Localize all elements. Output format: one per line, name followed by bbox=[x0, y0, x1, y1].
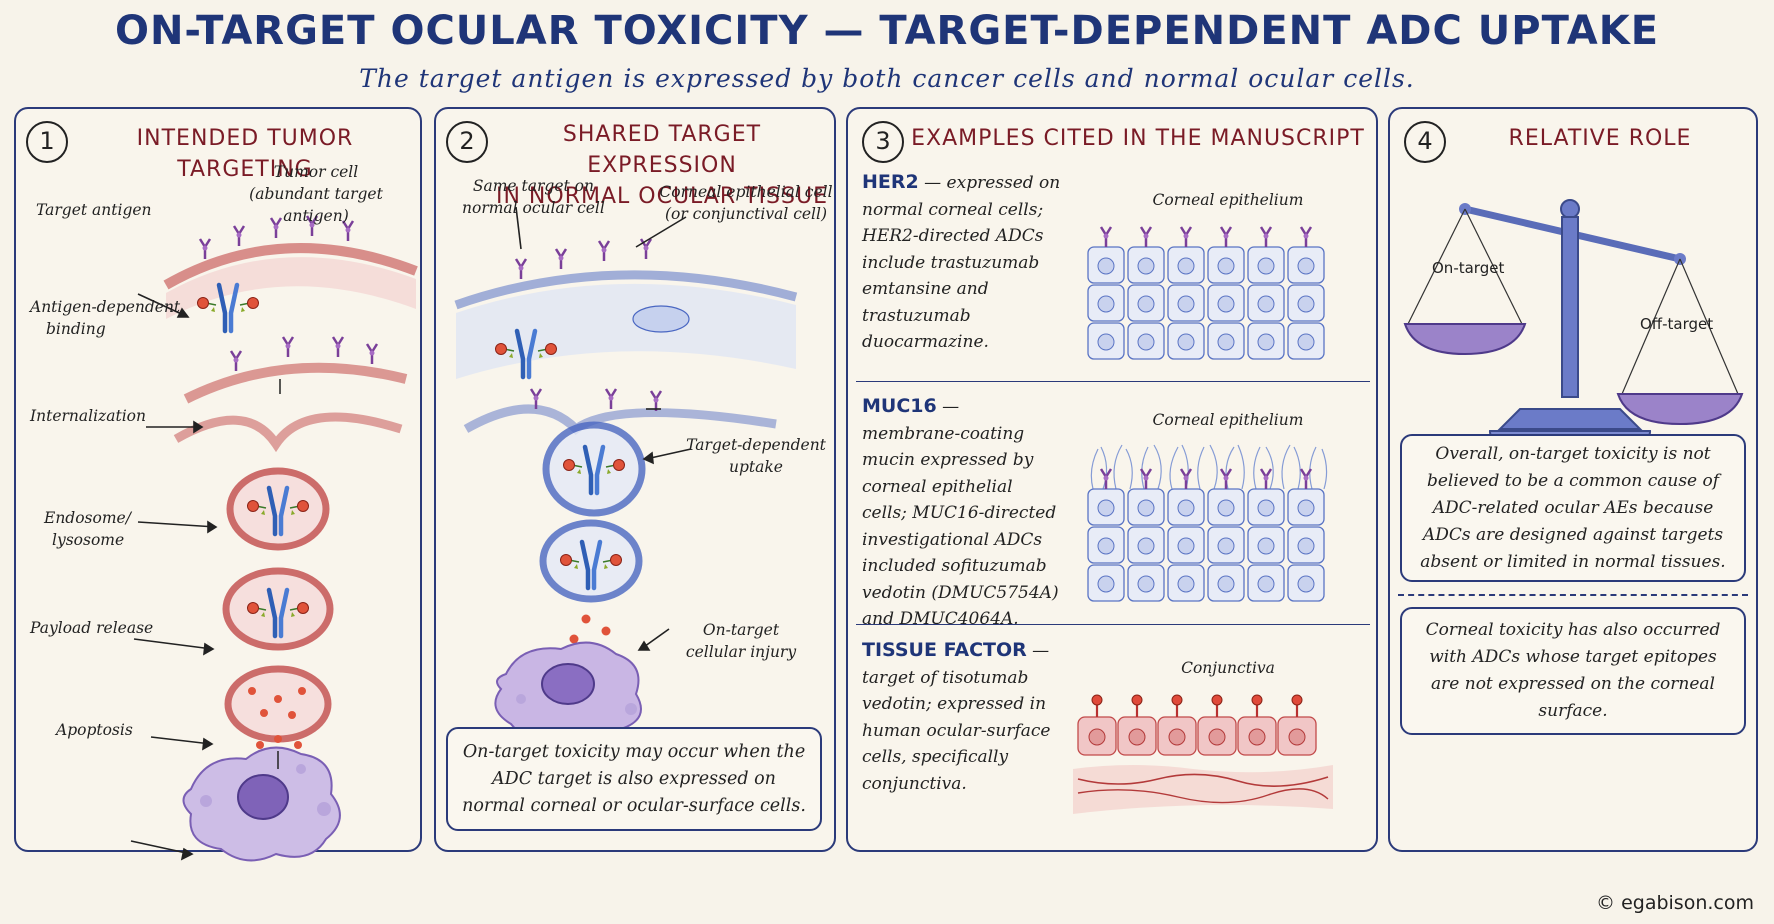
relative-role-note: Overall, on-target toxicity is not belie… bbox=[1400, 434, 1746, 582]
label-payload: Payload release bbox=[30, 619, 154, 637]
panel-title: INTENDED TUMOR TARGETING bbox=[136, 126, 354, 182]
panel-number: 2 bbox=[446, 121, 488, 163]
shared-expression-note: On-target toxicity may occur when the AD… bbox=[446, 727, 822, 831]
payload-vesicle bbox=[224, 665, 332, 743]
label-tumor-cell: Tumor cell(abundant target antigen) bbox=[249, 163, 383, 225]
panel-number: 1 bbox=[26, 121, 68, 163]
page-title: ON-TARGET OCULAR TOXICITY — TARGET-DEPEN… bbox=[114, 8, 1660, 54]
label-endosome: Endosome/lysosome bbox=[44, 509, 131, 549]
off-target-pan bbox=[1616, 393, 1744, 426]
her2-epithelium-illustration bbox=[1073, 225, 1333, 814]
muc16-epithelium-illustration bbox=[1087, 444, 1328, 602]
internalization-vesicle bbox=[226, 467, 330, 551]
label-target-antigen: Target antigen bbox=[36, 201, 152, 219]
shared-expression-illustration bbox=[454, 206, 798, 744]
scale-label-off-target: Off-target bbox=[1640, 315, 1714, 333]
panel-title: RELATIVE ROLE bbox=[1508, 126, 1692, 151]
example-muc16-text: MUC16 — membrane-coating mucin expressed… bbox=[862, 395, 1059, 629]
example-divider bbox=[856, 381, 1370, 382]
corneal-cell-membrane bbox=[454, 270, 798, 310]
page-subtitle: The target antigen is expressed by both … bbox=[359, 64, 1415, 93]
dashed-divider bbox=[1398, 594, 1748, 596]
her2-tissue-label: Corneal epithelium bbox=[1152, 191, 1304, 209]
panel-title: EXAMPLES CITED IN THE MANUSCRIPT bbox=[911, 126, 1365, 151]
label-apoptosis: Apoptosis bbox=[56, 721, 133, 739]
endosome bbox=[222, 567, 334, 651]
ocular-endosome bbox=[539, 519, 643, 603]
panel-number: 3 bbox=[862, 121, 904, 163]
label-internalization: Internalization bbox=[30, 407, 146, 425]
panel-tumor-targeting: 1 INTENDED TUMOR TARGETING bbox=[14, 107, 422, 862]
tissue-factor-tissue-label: Conjunctiva bbox=[1181, 659, 1275, 677]
copyright: © egabison.com bbox=[1596, 892, 1754, 914]
corneal-toxicity-note: Corneal toxicity has also occurred with … bbox=[1400, 607, 1746, 735]
tumor-targeting-illustration bbox=[130, 214, 418, 862]
uptake-vesicle bbox=[542, 421, 646, 517]
example-tissue-factor-text: TISSUE FACTOR — target of tisotumab vedo… bbox=[862, 639, 1051, 794]
panel-examples: 3 EXAMPLES CITED IN THE MANUSCRIPT HER2 … bbox=[846, 107, 1378, 852]
example-her2-name: HER2 bbox=[862, 171, 919, 193]
example-tissue-factor-name: TISSUE FACTOR bbox=[862, 639, 1027, 661]
example-her2-text: HER2 — expressed on normal corneal cells… bbox=[862, 171, 1061, 352]
panel-relative-role: 4 RELATIVE ROLE On-target Off-target Ove… bbox=[1388, 107, 1758, 852]
panel-number: 4 bbox=[1404, 121, 1446, 163]
example-muc16-name: MUC16 bbox=[862, 395, 937, 417]
muc16-tissue-label: Corneal epithelium bbox=[1152, 411, 1304, 429]
scale-label-on-target: On-target bbox=[1432, 259, 1505, 277]
tumor-cell-membrane bbox=[163, 243, 418, 290]
label-corneal-cell: Corneal epithelial cell(or conjunctival … bbox=[659, 183, 833, 223]
on-target-pan bbox=[1403, 323, 1527, 356]
example-divider bbox=[856, 624, 1370, 625]
conjunctiva-illustration bbox=[1073, 693, 1333, 814]
